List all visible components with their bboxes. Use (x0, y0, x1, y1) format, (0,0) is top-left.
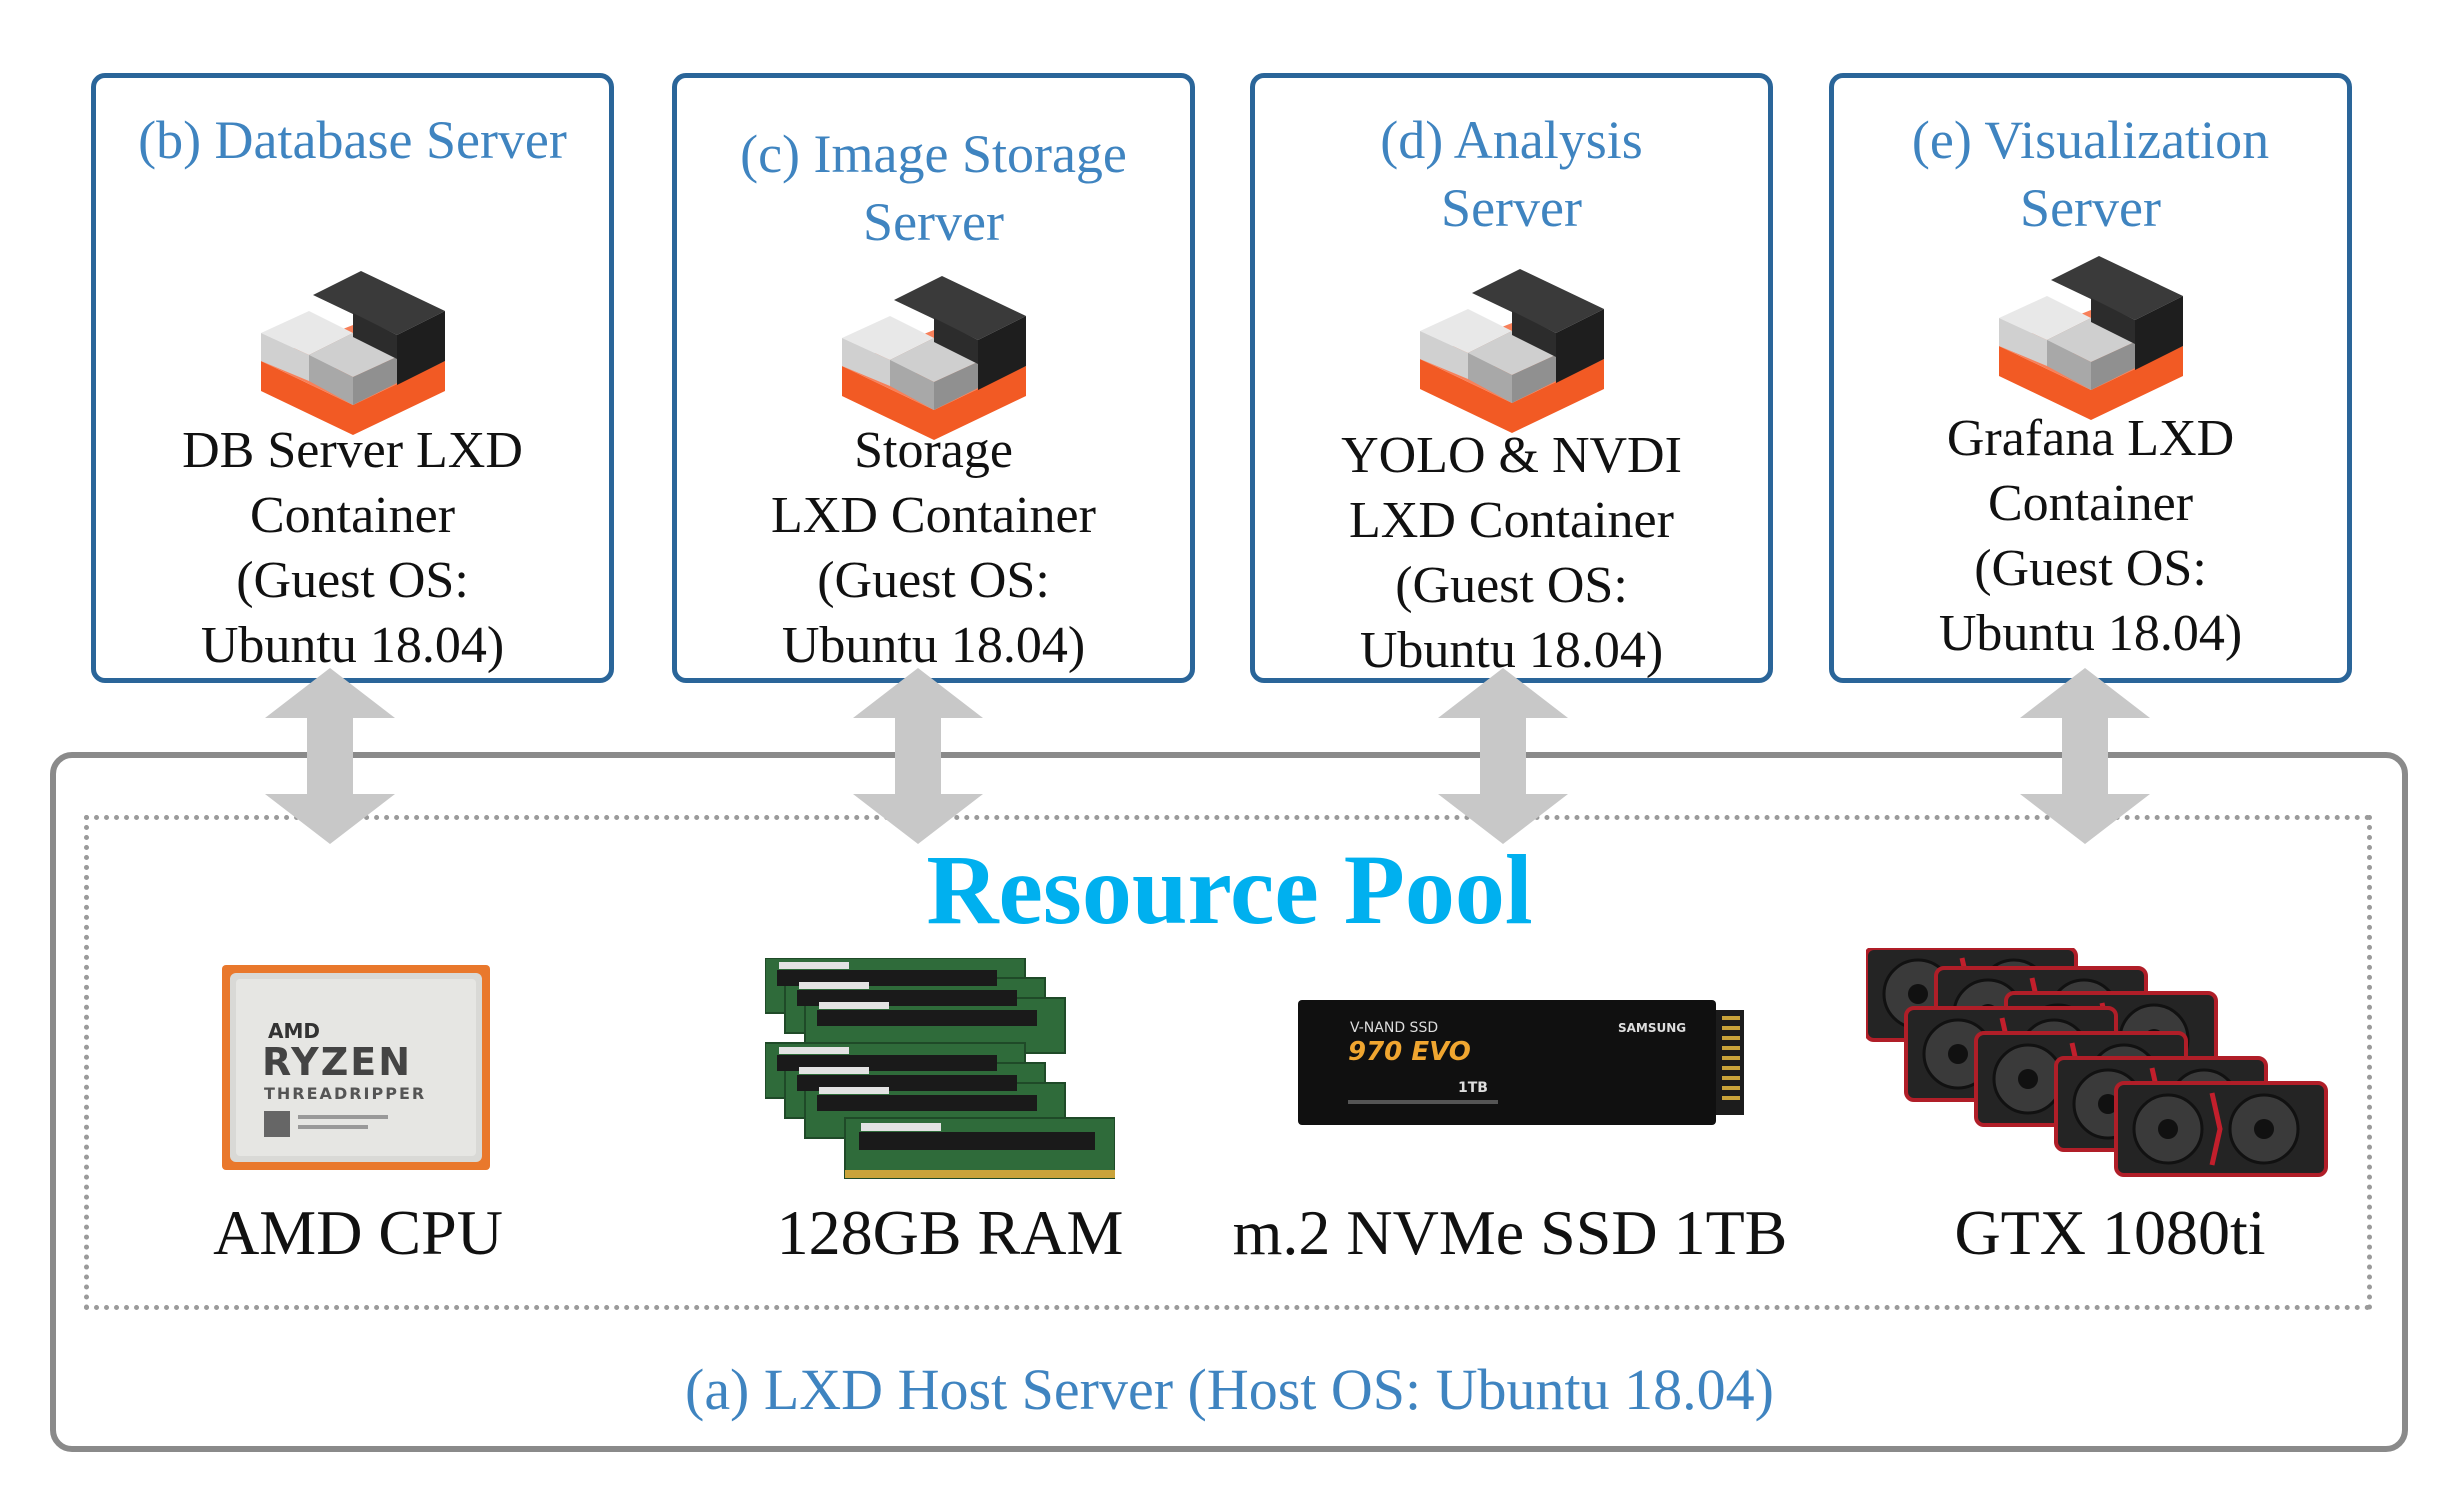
image-storage-server-title: (c) Image Storage Server (740, 124, 1127, 252)
bidirectional-arrow-icon (1438, 668, 1568, 844)
database-server-description: DB Server LXD Container (Guest OS: Ubunt… (182, 422, 523, 674)
ssd-label: m.2 NVMe SSD 1TB (1232, 1197, 1788, 1268)
ssd-brand-text: SAMSUNG (1618, 1021, 1686, 1035)
analysis-server-description: YOLO & NVDI LXD Container (Guest OS: Ubu… (1341, 427, 1682, 679)
analysis-server-box: (d) Analysis Server YOLO & NVDI LXD Cont… (1250, 73, 1773, 683)
lxd-container-icon (1419, 269, 1604, 433)
nvme-ssd-image: V-NAND SSD 970 EVO 1TB SAMSUNG (1298, 1000, 1744, 1125)
bidirectional-arrow-icon (853, 668, 983, 844)
visualization-server-title: (e) Visualization Server (1911, 110, 2270, 238)
visualization-server-description: Grafana LXD Container (Guest OS: Ubuntu … (1938, 410, 2243, 662)
cpu-brand-text: AMD (268, 1019, 320, 1043)
gpu-label: GTX 1080ti (1954, 1197, 2266, 1268)
ssd-type-text: V-NAND SSD (1350, 1020, 1438, 1036)
analysis-server-title: (d) Analysis Server (1380, 110, 1643, 238)
resource-pool-title: Resource Pool (926, 834, 1533, 945)
ssd-model-text: 970 EVO (1348, 1037, 1471, 1067)
lxd-host-server-box (50, 752, 2408, 1452)
bidirectional-arrow-icon (2020, 668, 2150, 844)
cpu-name-text: RYZEN (262, 1040, 412, 1084)
cpu-label: AMD CPU (213, 1197, 503, 1268)
lxd-container-icon (841, 276, 1026, 440)
image-storage-server-box: (c) Image Storage Server Storage LXD Con… (672, 73, 1195, 683)
ram-modules-image (765, 958, 1115, 1179)
resource-pool-box (84, 815, 2372, 1310)
lxd-container-icon (260, 271, 445, 435)
amd-cpu-image: AMD RYZEN THREADRIPPER (222, 965, 490, 1170)
host-server-label: (a) LXD Host Server (Host OS: Ubuntu 18.… (685, 1357, 1774, 1422)
image-storage-server-description: Storage LXD Container (Guest OS: Ubuntu … (771, 422, 1096, 674)
cpu-line-text: THREADRIPPER (264, 1084, 426, 1103)
ram-label: 128GB RAM (776, 1197, 1124, 1268)
bidirectional-arrow-icon (265, 668, 395, 844)
database-server-title: (b) Database Server (138, 110, 567, 170)
ssd-capacity-text: 1TB (1458, 1080, 1488, 1096)
database-server-box: (b) Database Server DB Server LXD Contai… (91, 73, 614, 683)
lxd-container-icon (1998, 256, 2183, 420)
visualization-server-box: (e) Visualization Server Grafana LXD Con… (1829, 73, 2352, 683)
gpu-cards-image (1866, 948, 2336, 1188)
